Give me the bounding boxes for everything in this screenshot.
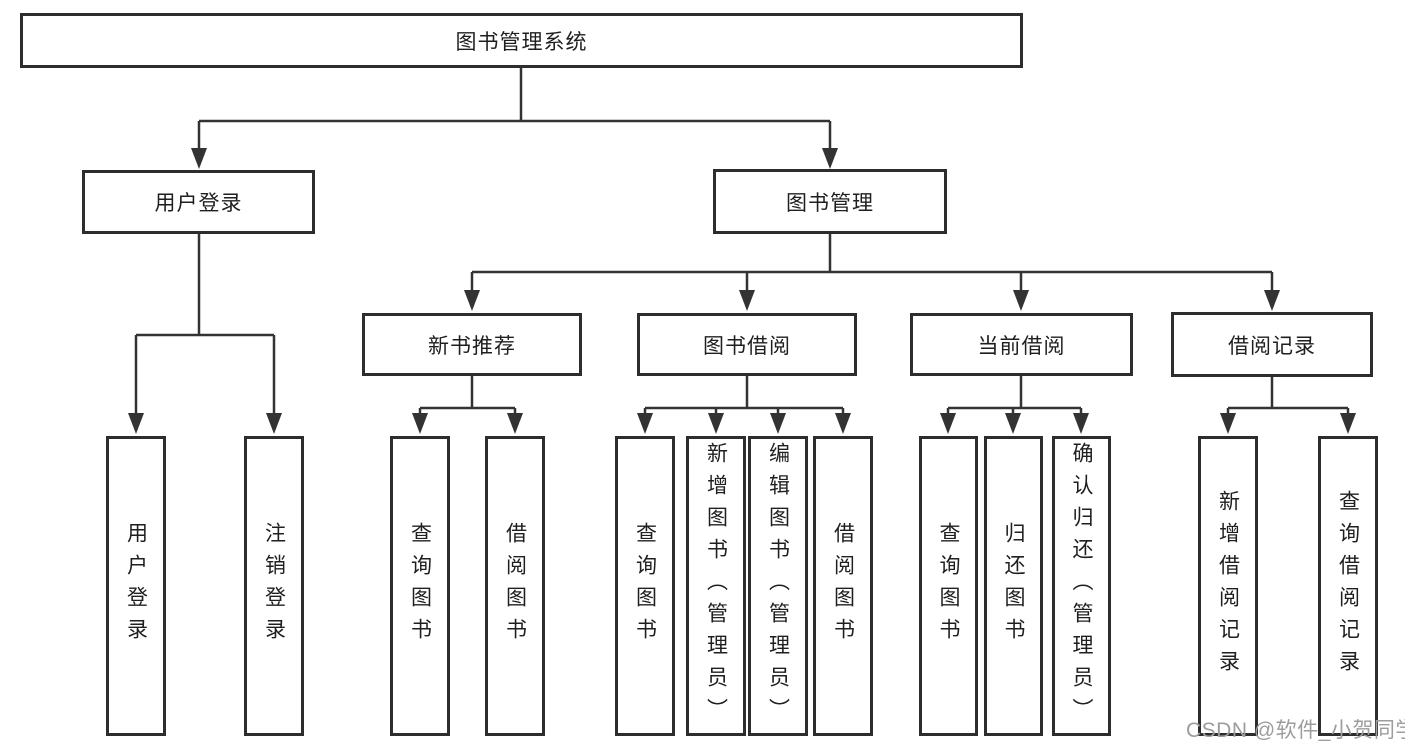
leaf-logout-login: 注销登录	[244, 436, 304, 736]
arrowhead	[128, 413, 144, 434]
node-new-book-recommend: 新书推荐	[362, 313, 582, 376]
connector-borrow-record-children	[1220, 377, 1356, 434]
arrowhead	[708, 413, 724, 434]
node-label: 用户登录	[154, 192, 243, 215]
node-label: 注销登录	[262, 522, 286, 650]
node-label: 新增借阅记录	[1216, 490, 1240, 682]
arrowhead	[1220, 413, 1236, 434]
leaf-newrec-borrow-book: 借阅图书	[485, 436, 545, 736]
node-label: 借阅记录	[1228, 334, 1316, 358]
node-label: 借阅图书	[503, 522, 527, 650]
node-label: 编辑图书（管理员）	[766, 442, 790, 730]
arrowhead	[1340, 413, 1356, 434]
node-label: 新增图书（管理员）	[704, 442, 728, 730]
node-label: 查询借阅记录	[1336, 490, 1360, 682]
leaf-current-query-book: 查询图书	[919, 436, 978, 736]
connector-root-to-level2	[191, 68, 838, 169]
node-label: 新书推荐	[428, 334, 516, 358]
node-label: 借阅图书	[831, 522, 855, 650]
arrowhead	[940, 413, 956, 434]
leaf-record-add-borrow-record: 新增借阅记录	[1198, 436, 1258, 736]
leaf-borrow-query-book: 查询图书	[615, 436, 675, 736]
arrowhead	[739, 290, 755, 311]
arrowhead	[770, 413, 786, 434]
arrowhead	[507, 413, 523, 434]
node-label: 图书管理	[786, 191, 874, 215]
connector-user-login-children	[128, 234, 282, 434]
arrowhead	[1264, 290, 1280, 311]
connector-book-borrow-children	[637, 376, 851, 434]
leaf-borrow-edit-book-admin: 编辑图书（管理员）	[748, 436, 808, 736]
arrowhead	[1013, 290, 1029, 311]
leaf-borrow-borrow-book: 借阅图书	[813, 436, 873, 736]
leaf-record-query-borrow-record: 查询借阅记录	[1318, 436, 1378, 736]
leaf-user-login: 用户登录	[106, 436, 166, 736]
node-library-system: 图书管理系统	[20, 13, 1023, 68]
node-user-login: 用户登录	[82, 170, 315, 234]
arrowhead	[637, 413, 653, 434]
node-label: 用户登录	[124, 522, 148, 650]
connector-current-borrow-children	[940, 376, 1089, 434]
connector-new-rec-children	[412, 376, 523, 434]
arrowhead	[822, 148, 838, 169]
arrowhead	[835, 413, 851, 434]
node-borrow-record: 借阅记录	[1171, 312, 1373, 377]
arrowhead	[412, 413, 428, 434]
arrowhead	[191, 148, 207, 169]
node-label: 确认归还（管理员）	[1070, 442, 1093, 730]
node-label: 图书管理系统	[455, 30, 588, 54]
node-label: 归还图书	[1002, 522, 1025, 650]
node-current-borrow: 当前借阅	[910, 313, 1133, 376]
node-label: 图书借阅	[703, 334, 791, 358]
node-label: 当前借阅	[977, 334, 1066, 358]
connector-book-mgmt-to-level3	[464, 234, 1280, 311]
node-book-management: 图书管理	[713, 169, 947, 234]
leaf-newrec-query-book: 查询图书	[390, 436, 450, 736]
node-label: 查询图书	[937, 522, 960, 650]
leaf-current-return-book: 归还图书	[984, 436, 1043, 736]
arrowhead	[464, 290, 480, 311]
arrowhead	[1005, 413, 1021, 434]
node-label: 查询图书	[633, 522, 657, 650]
arrowhead	[266, 413, 282, 434]
watermark: CSDN @软件_小贺同学	[1186, 719, 1405, 742]
arrowhead	[1073, 413, 1089, 434]
leaf-current-confirm-return-admin: 确认归还（管理员）	[1052, 436, 1111, 736]
node-label: 查询图书	[408, 522, 432, 650]
node-book-borrow: 图书借阅	[637, 313, 857, 376]
leaf-borrow-add-book-admin: 新增图书（管理员）	[686, 436, 746, 736]
